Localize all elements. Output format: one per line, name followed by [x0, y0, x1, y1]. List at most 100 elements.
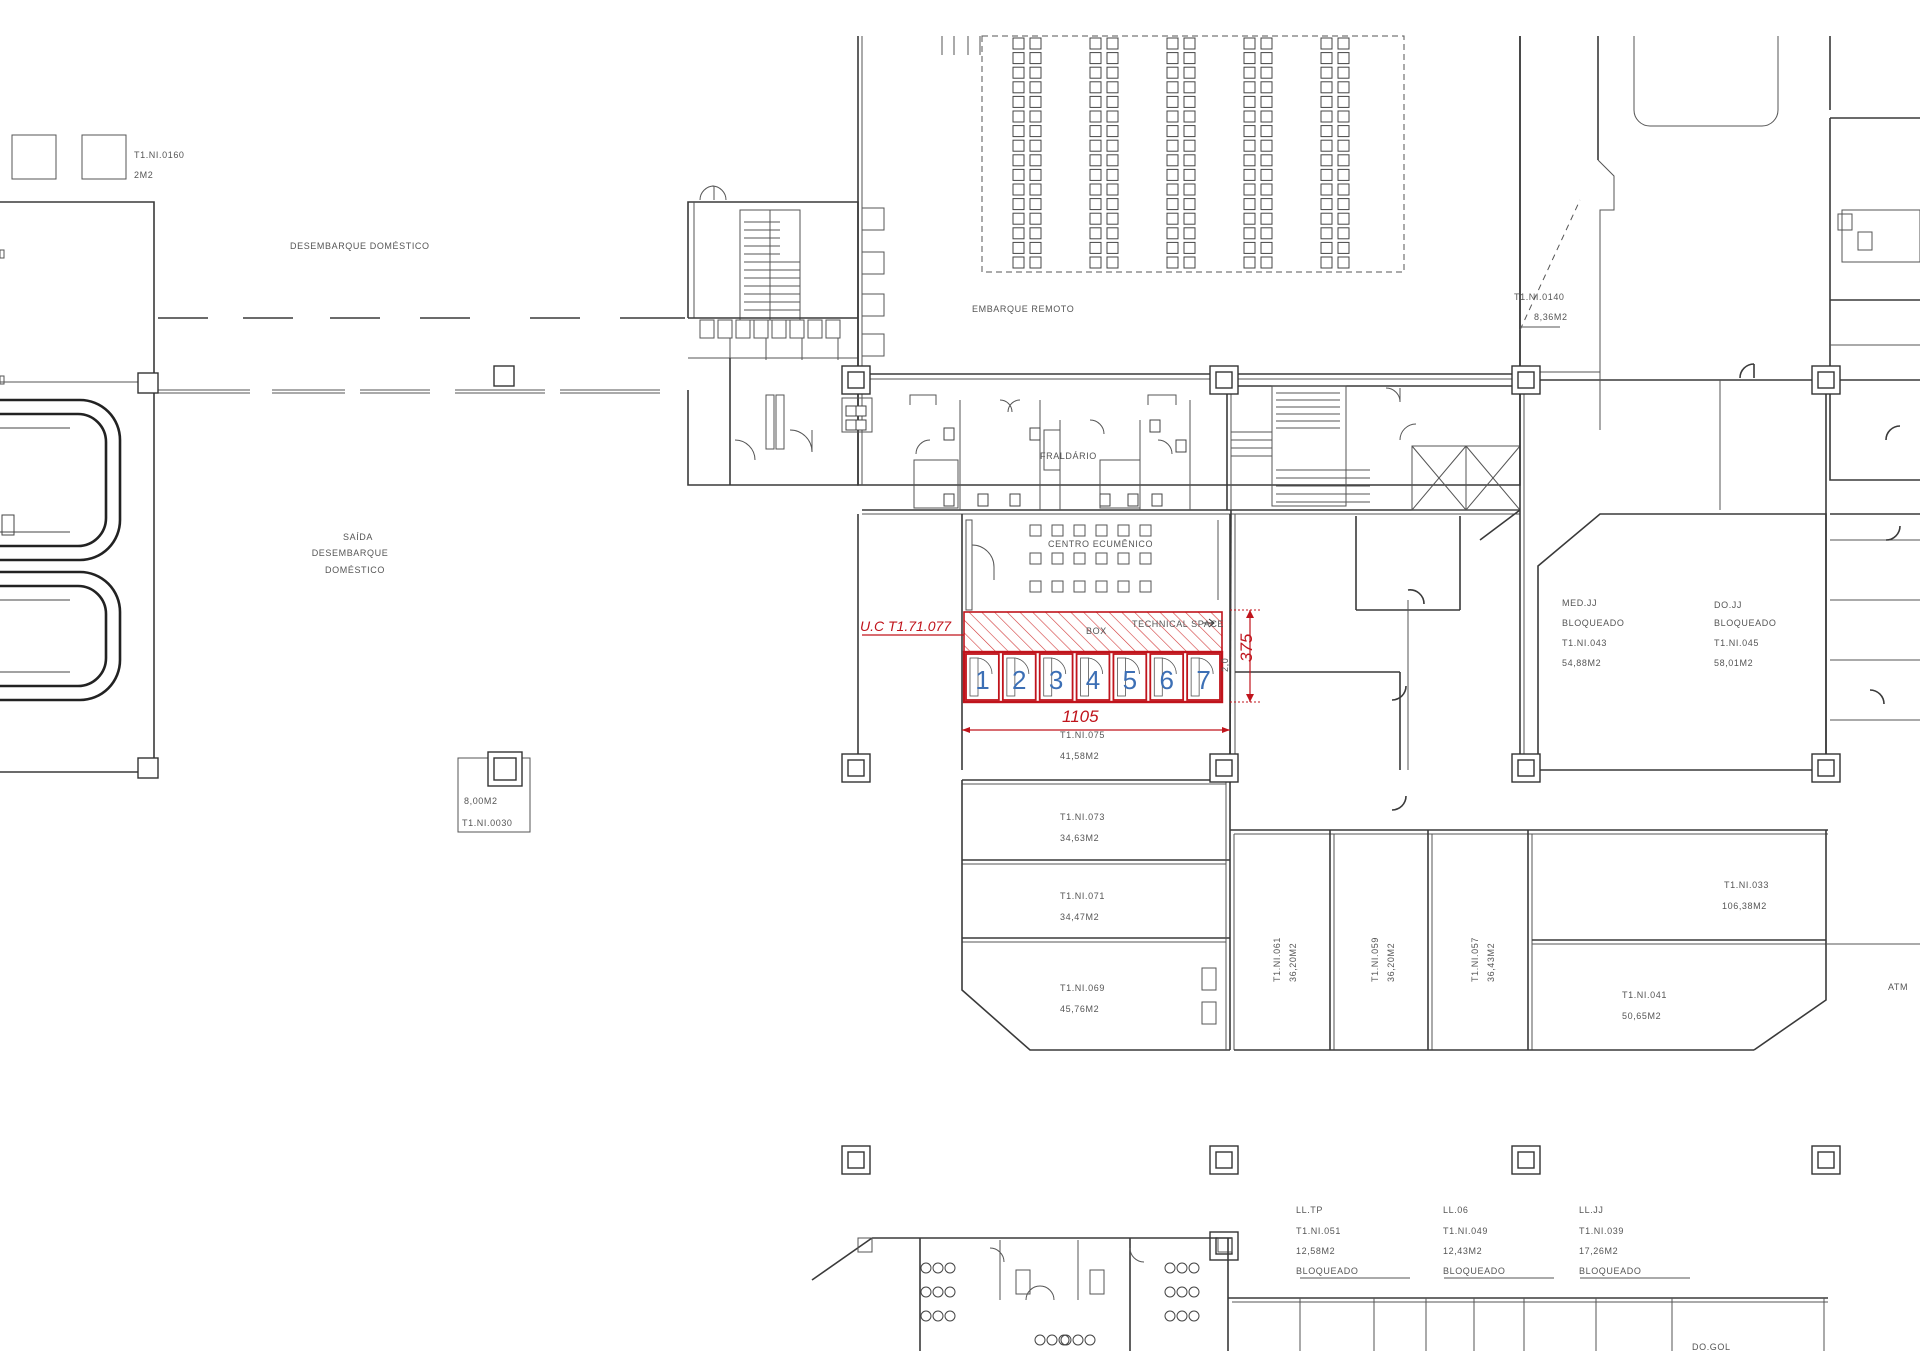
seat	[1243, 227, 1256, 240]
seat	[1166, 168, 1179, 181]
seat	[1166, 198, 1179, 211]
seat	[1012, 227, 1025, 240]
unit-cell	[1075, 653, 1111, 701]
seat	[1183, 125, 1196, 138]
seat	[1320, 110, 1333, 123]
seat	[1029, 66, 1042, 79]
column-core	[1215, 371, 1233, 389]
seat	[1337, 256, 1350, 269]
room-code: T1.NI.075	[1060, 730, 1105, 740]
pew	[1095, 552, 1108, 565]
seat	[1166, 256, 1179, 269]
seat	[1183, 95, 1196, 108]
seat	[1106, 125, 1119, 138]
seat	[1166, 125, 1179, 138]
seat	[1337, 227, 1350, 240]
fixture	[932, 1310, 944, 1322]
room-area: 41,58M2	[1060, 751, 1099, 761]
seat	[1337, 52, 1350, 65]
seat	[1320, 125, 1333, 138]
stair-core-right	[1229, 385, 1521, 811]
seat	[1089, 241, 1102, 254]
fixture	[944, 1262, 956, 1274]
side-tag: 2,0	[1220, 658, 1230, 672]
room-code: T1.NI.043	[1562, 638, 1607, 648]
seat	[1106, 198, 1119, 211]
unit-number: 7	[1196, 665, 1210, 695]
fixture	[1164, 1310, 1176, 1322]
door-swing	[977, 657, 993, 675]
seat	[1320, 95, 1333, 108]
seat	[1243, 37, 1256, 50]
seat-rows	[1012, 37, 1350, 269]
fixture	[1046, 1334, 1058, 1346]
seat	[1029, 52, 1042, 65]
seat	[1183, 154, 1196, 167]
pew	[1073, 580, 1086, 593]
seat	[1029, 110, 1042, 123]
seat	[1012, 212, 1025, 225]
seat	[1337, 198, 1350, 211]
seat	[1012, 81, 1025, 94]
fixture	[1176, 1262, 1188, 1274]
room-code: T1.NI.033	[1724, 880, 1769, 890]
room-name: LL.JJ	[1579, 1205, 1604, 1215]
baggage-carousel	[0, 398, 122, 702]
seat	[1260, 154, 1273, 167]
seat	[1166, 139, 1179, 152]
seat	[1089, 66, 1102, 79]
seat	[1260, 81, 1273, 94]
unit-number: 3	[1049, 665, 1063, 695]
seat	[1337, 168, 1350, 181]
seat	[1320, 139, 1333, 152]
room-area: 12,43M2	[1443, 1246, 1482, 1256]
unit-door	[1006, 657, 1016, 697]
seat	[1320, 37, 1333, 50]
seat	[1183, 52, 1196, 65]
seat	[1089, 52, 1102, 65]
seat	[1089, 139, 1102, 152]
technical-space-label: TECHNICAL SPACE	[1132, 619, 1224, 629]
seat	[1320, 52, 1333, 65]
seat	[1243, 256, 1256, 269]
seat	[1337, 125, 1350, 138]
seat	[1029, 198, 1042, 211]
seat	[1183, 256, 1196, 269]
unit-door	[1117, 657, 1126, 697]
pew	[1073, 524, 1086, 537]
room-area: 106,38M2	[1722, 901, 1767, 911]
seat	[1337, 66, 1350, 79]
seat	[1089, 183, 1102, 196]
seat	[1260, 256, 1273, 269]
seat	[1106, 110, 1119, 123]
seat	[1106, 52, 1119, 65]
seat	[1320, 227, 1333, 240]
seat	[1106, 212, 1119, 225]
seat	[1320, 256, 1333, 269]
seat	[1106, 154, 1119, 167]
seat	[1012, 110, 1025, 123]
room-name: DESEMBARQUE DOMÉSTICO	[290, 241, 430, 251]
seat	[1183, 66, 1196, 79]
seat	[1012, 256, 1025, 269]
box-tag: BOX	[1086, 626, 1107, 636]
room-area: 34,63M2	[1060, 833, 1099, 843]
column-core	[847, 371, 865, 389]
unit-cell	[965, 653, 1000, 701]
seat	[1260, 241, 1273, 254]
seat	[1260, 227, 1273, 240]
seat	[1029, 227, 1042, 240]
seat	[1012, 241, 1025, 254]
door-swing	[1125, 657, 1140, 675]
seat	[1320, 81, 1333, 94]
room-code: T1.NI.0030	[462, 818, 513, 828]
room-name: LL.TP	[1296, 1205, 1323, 1215]
seat	[1166, 241, 1179, 254]
room-code: T1.NI.039	[1579, 1226, 1624, 1236]
room-code: T1.NI.051	[1296, 1226, 1341, 1236]
unit-label: U.C T1.71.077	[860, 618, 952, 634]
column-marker	[493, 365, 515, 387]
seat	[1089, 227, 1102, 240]
seat	[1243, 183, 1256, 196]
seat	[1012, 125, 1025, 138]
